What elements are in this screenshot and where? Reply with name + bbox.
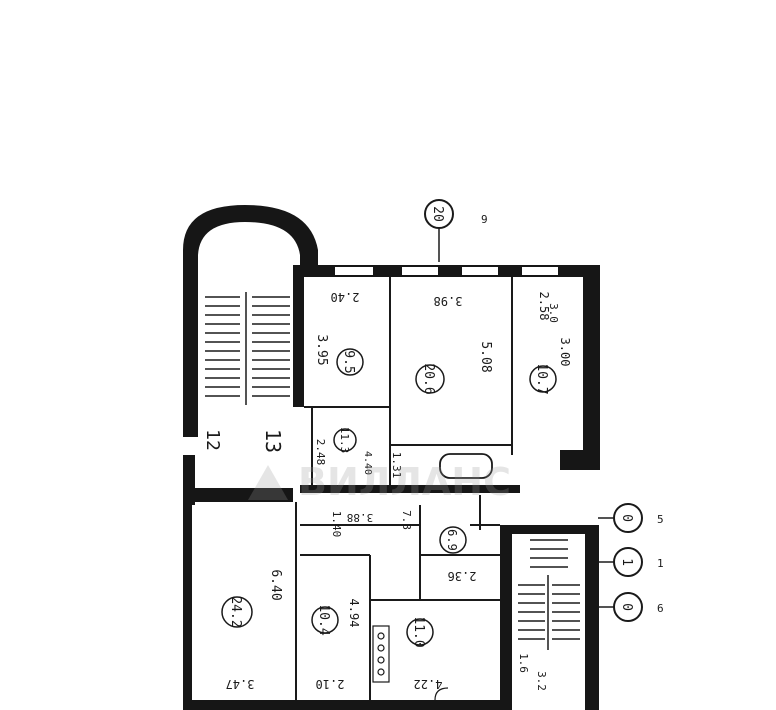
axis-marker-9-circle: 20 [430,206,445,222]
room-r6-dim-a: 4.22 [414,677,443,691]
room-r7: 11.3 2.48 4.40 [314,427,373,475]
right-stair-right-wall [585,530,599,710]
stair-number-13: 13 [261,429,285,453]
lower-left-wall [183,502,192,710]
bottom-wall [183,700,503,710]
room-r5-dim-b: 2.10 [316,677,345,691]
room-r7-dim-b: 4.40 [362,451,373,475]
bathtub [439,453,493,479]
axis-marker-6-side: 6 [657,602,664,615]
room-r5-dim-a: 4.94 [347,599,361,628]
partitions [295,277,513,700]
room-r6-area: 11.0 [411,616,426,647]
room-r8-dim-b: 3.88 [347,511,374,524]
axis-marker-1: 1 1 [598,547,664,577]
right-stair-top-wall [500,525,599,534]
room-r2: 20.6 5.08 3.98 [421,294,493,395]
room-r7-area: 11.3 [338,427,351,454]
room-r8: 6.9 1.40 3.88 [330,511,459,551]
room-r3-area: 10.7 [534,363,549,394]
right-wall-upper [583,265,600,470]
room-r1-dim-a: 3.95 [314,334,329,365]
room-r6: 11.0 4.22 2.36 [411,569,476,691]
stair-right-wall [293,265,304,407]
walls [183,205,600,710]
room-r4-dim-a: 6.40 [268,569,283,600]
stair-number-12: 12 [202,429,223,451]
stair-treads-upper [205,292,290,405]
watermark-text: ВИЛЛАНС [298,460,511,504]
room-r3-dim-a: 3.00 [558,338,572,367]
stove [372,625,390,683]
door-arc [434,687,449,701]
room-area-circles [221,348,557,646]
room-r5-area: 10.4 [316,604,331,635]
room-r6-dim-b: 2.36 [448,569,477,583]
room-r4: 24.2 6.40 3.47 [226,569,283,691]
misc-dim-3: 1.6 [517,653,530,673]
room-r2-dim-b: 3.98 [434,294,463,308]
axis-marker-1-circle: 1 [619,558,634,566]
axis-marker-9: 20 9 [424,199,488,262]
axis-marker-9-side: 9 [481,213,488,226]
stair-arch-wall [183,205,318,285]
axis-marker-6-circle: 0 [619,603,634,611]
axis-marker-5-side: 5 [657,513,664,526]
room-r3: 10.7 3.00 2.58 [534,292,572,395]
room-r1-area: 9.5 [341,350,356,373]
misc-dim-2: 3.0 [547,303,560,323]
room-r5: 10.4 4.94 2.10 [316,599,361,691]
right-wall-return [560,450,600,470]
mid-wall-left [183,488,293,502]
right-stair-left-wall [500,530,512,710]
room-r1-dim-b: 2.40 [331,290,360,304]
misc-dim-1: 1.31 [390,452,403,479]
room-r3-dim-b: 2.58 [537,292,551,321]
room-r2-area: 20.6 [421,363,436,394]
stair-treads-lower [518,539,580,650]
room-r4-area: 24.2 [228,596,243,627]
corridor-wall [300,485,520,493]
room-r2-dim-a: 5.08 [478,341,493,372]
watermark-logo: ВИЛЛАНС [248,460,511,504]
axis-marker-5: 0 5 [598,503,664,533]
room-r8-dim-a: 1.40 [330,511,343,538]
axis-marker-5-circle: 0 [619,514,634,522]
stair-left-wall [183,285,198,437]
misc-dim-5: 7.8 [400,510,413,530]
misc-dim-4: 3.2 [535,671,548,691]
room-r8-area: 6.9 [445,529,459,551]
room-r7-dim-a: 2.48 [314,439,327,466]
axis-marker-1-side: 1 [657,557,664,570]
axis-marker-6: 0 6 [598,592,664,622]
room-r1: 9.5 3.95 2.40 [314,290,359,374]
room-r4-dim-b: 3.47 [226,677,255,691]
